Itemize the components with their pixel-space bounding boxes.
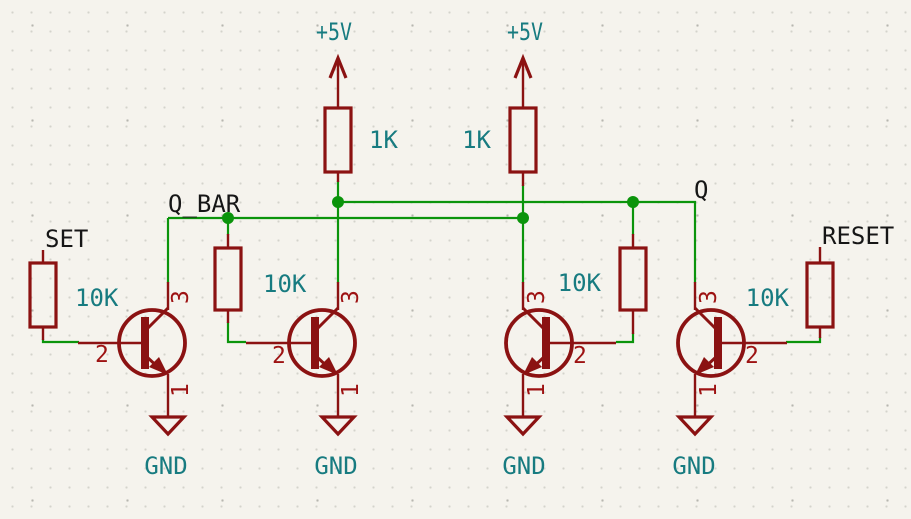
net-label-set[interactable]: SET	[45, 225, 88, 253]
transistor-t4[interactable]: 3 2 1	[676, 282, 787, 417]
net-label-q[interactable]: Q	[694, 176, 708, 204]
junction-dot[interactable]	[332, 196, 344, 208]
wire-r3-to-t2-base	[226, 322, 246, 344]
emitter-arrow-icon	[523, 357, 542, 375]
wire-r4-to-t3-base	[616, 333, 635, 344]
resistor-value[interactable]: 10K	[746, 284, 790, 312]
base-wires[interactable]	[41, 322, 822, 344]
net-label-reset[interactable]: RESET	[822, 222, 894, 250]
ground-symbol-1[interactable]: GND	[144, 415, 188, 480]
net-q-wires[interactable]	[336, 181, 697, 283]
resistor-value[interactable]: 10K	[75, 284, 119, 312]
ground-symbol-3[interactable]: GND	[502, 415, 546, 480]
collector-stroke	[693, 306, 718, 331]
collector-stroke	[145, 306, 170, 331]
resistor-set-10k[interactable]: 10K	[28, 250, 119, 340]
transistor-t2[interactable]: 3 2 1	[246, 282, 364, 417]
ground-triangle-icon	[503, 415, 543, 437]
pin-number-base: 2	[272, 343, 286, 369]
resistor-reset-10k[interactable]: 10K	[746, 247, 835, 338]
junction-dot[interactable]	[222, 212, 234, 224]
net-label-q-bar[interactable]: Q_BAR	[168, 190, 241, 218]
resistor-value[interactable]: 10K	[263, 270, 307, 298]
transistor-base-bar	[311, 317, 319, 369]
resistor-base-right-10k[interactable]: 10K	[558, 234, 648, 334]
ground-label: GND	[502, 452, 545, 480]
junction-dot[interactable]	[517, 212, 529, 224]
power-symbol-plus5v-right[interactable]: +5V	[507, 18, 543, 108]
transistor-t3[interactable]: 3 2 1	[504, 282, 616, 417]
pin-number-base: 2	[745, 343, 759, 369]
pin-number-emitter: 1	[524, 383, 550, 397]
transistor-base-bar	[141, 317, 149, 369]
resistor-body	[28, 261, 58, 329]
resistor-base-left-10k[interactable]: 10K	[213, 234, 307, 323]
wire-q-horizontal	[338, 200, 697, 283]
transistor-base-bar	[714, 317, 722, 369]
resistor-value[interactable]: 1K	[462, 126, 491, 154]
pin-number-emitter: 1	[696, 383, 722, 397]
power-symbol-plus5v-left[interactable]: +5V	[316, 18, 352, 108]
resistor-pullup-left-1k[interactable]: 1K	[323, 106, 398, 182]
power-arrow-icon	[513, 53, 533, 79]
pin-number-collector: 3	[524, 290, 550, 304]
ground-label: GND	[314, 452, 357, 480]
resistor-body	[805, 261, 835, 329]
transistor-base-bar	[542, 317, 550, 369]
ground-label: GND	[144, 452, 187, 480]
resistor-body	[618, 246, 648, 312]
ground-triangle-icon	[148, 415, 188, 437]
power-label: +5V	[507, 18, 543, 46]
ground-triangle-icon	[675, 415, 715, 437]
emitter-arrow-icon	[319, 357, 338, 375]
resistor-pullup-right-1k[interactable]: 1K	[462, 106, 538, 186]
ground-triangle-icon	[318, 415, 358, 437]
power-label: +5V	[316, 18, 352, 46]
pin-number-collector: 3	[696, 290, 722, 304]
pin-number-collector: 3	[168, 290, 194, 304]
resistor-body	[323, 106, 353, 174]
transistor-t1[interactable]: 3 2 1	[78, 282, 194, 417]
collector-stroke	[315, 306, 340, 331]
wire-set-to-t1-base	[41, 339, 79, 344]
emitter-arrow-icon	[695, 357, 714, 375]
resistor-value[interactable]: 1K	[369, 126, 398, 154]
resistor-value[interactable]: 10K	[558, 269, 602, 297]
resistor-body	[508, 106, 538, 174]
pin-number-collector: 3	[338, 290, 364, 304]
pin-number-base: 2	[95, 342, 109, 368]
junction-dot[interactable]	[627, 196, 639, 208]
ground-label: GND	[672, 452, 715, 480]
pin-number-base: 2	[573, 343, 587, 369]
pin-number-emitter: 1	[338, 383, 364, 397]
resistor-body	[213, 246, 243, 312]
power-arrow-icon	[328, 53, 348, 79]
collector-stroke	[521, 306, 546, 331]
wire-reset-to-t4-base	[786, 337, 822, 344]
pin-number-emitter: 1	[168, 383, 194, 397]
ground-symbol-4[interactable]: GND	[672, 415, 716, 480]
emitter-arrow-icon	[149, 357, 168, 375]
ground-symbol-2[interactable]: GND	[314, 415, 358, 480]
